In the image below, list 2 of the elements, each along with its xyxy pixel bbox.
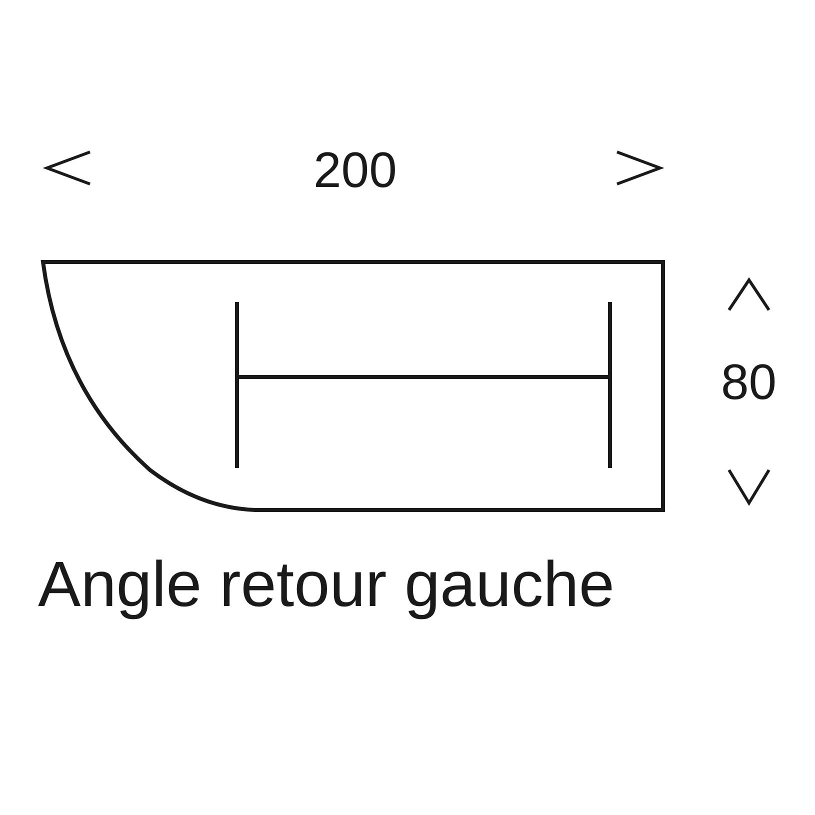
- dimension-value: 200: [314, 145, 397, 195]
- dimension-value: 80: [721, 357, 777, 407]
